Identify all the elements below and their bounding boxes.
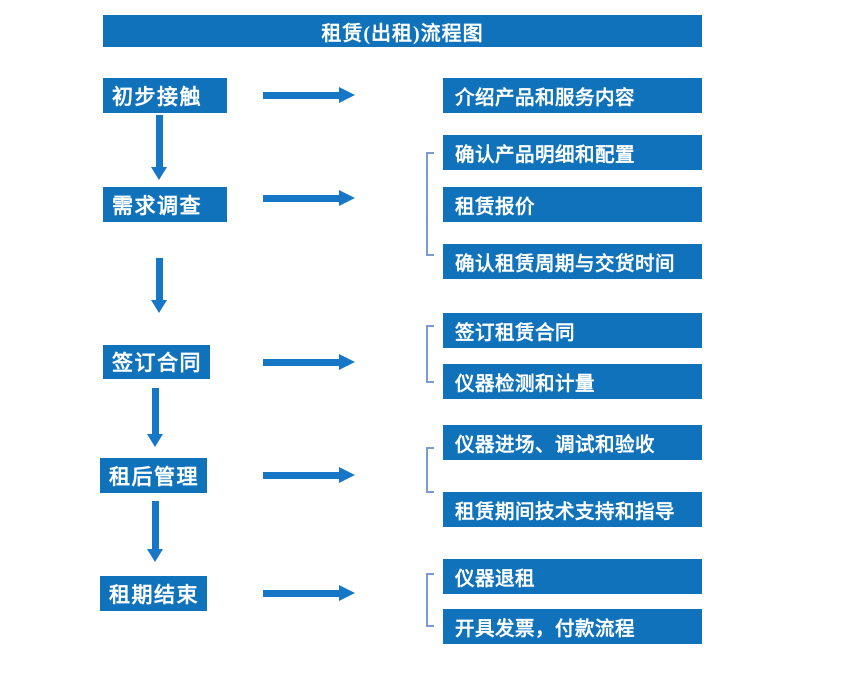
arrow-right-icon	[263, 585, 355, 602]
flow-detail-box: 租赁报价	[443, 187, 702, 222]
flow-detail-box: 确认租赁周期与交货时间	[443, 244, 702, 279]
arrow-shaft	[152, 501, 159, 549]
arrow-head	[339, 467, 355, 483]
arrow-right-icon	[263, 467, 355, 484]
arrow-head	[339, 354, 355, 370]
flow-step-box-sign-contract: 签订合同	[103, 345, 210, 379]
flow-detail-box: 介绍产品和服务内容	[443, 78, 702, 113]
flow-step-box-post-rental-management: 租后管理	[100, 458, 207, 493]
flow-detail-box: 确认产品明细和配置	[443, 135, 702, 170]
arrow-head	[147, 549, 163, 562]
arrow-shaft	[156, 258, 163, 300]
arrow-head	[339, 585, 355, 601]
arrow-head	[147, 434, 163, 447]
arrow-down-icon	[147, 501, 164, 562]
arrow-shaft	[263, 590, 339, 597]
arrow-shaft	[156, 115, 163, 167]
arrow-down-icon	[151, 115, 168, 180]
flow-step-box-rental-end: 租期结束	[100, 576, 207, 611]
arrow-head	[151, 300, 167, 313]
bracket-connector	[426, 152, 434, 256]
arrow-shaft	[263, 359, 339, 366]
flow-detail-box: 仪器进场、调试和验收	[443, 425, 702, 460]
bracket-connector	[426, 447, 434, 493]
arrow-shaft	[263, 92, 339, 99]
arrow-down-icon	[147, 388, 164, 447]
arrow-head	[151, 167, 167, 180]
flow-step-box-initial-contact: 初步接触	[103, 78, 227, 113]
flow-detail-box: 签订租赁合同	[443, 313, 702, 348]
arrow-shaft	[263, 472, 339, 479]
arrow-head	[339, 190, 355, 206]
flow-detail-box: 租赁期间技术支持和指导	[443, 492, 702, 527]
arrow-shaft	[263, 195, 339, 202]
flow-detail-box: 开具发票，付款流程	[443, 609, 702, 644]
arrow-right-icon	[263, 190, 355, 207]
arrow-shaft	[152, 388, 159, 434]
bracket-connector	[426, 325, 434, 383]
flow-step-box-demand-survey: 需求调查	[103, 187, 227, 222]
arrow-right-icon	[263, 87, 355, 104]
arrow-head	[339, 87, 355, 103]
flow-detail-box: 仪器检测和计量	[443, 364, 702, 399]
arrow-down-icon	[151, 258, 168, 313]
flowchart-title: 租赁(出租)流程图	[103, 15, 702, 47]
flow-detail-box: 仪器退租	[443, 559, 702, 594]
bracket-connector	[426, 573, 434, 627]
arrow-right-icon	[263, 354, 355, 371]
